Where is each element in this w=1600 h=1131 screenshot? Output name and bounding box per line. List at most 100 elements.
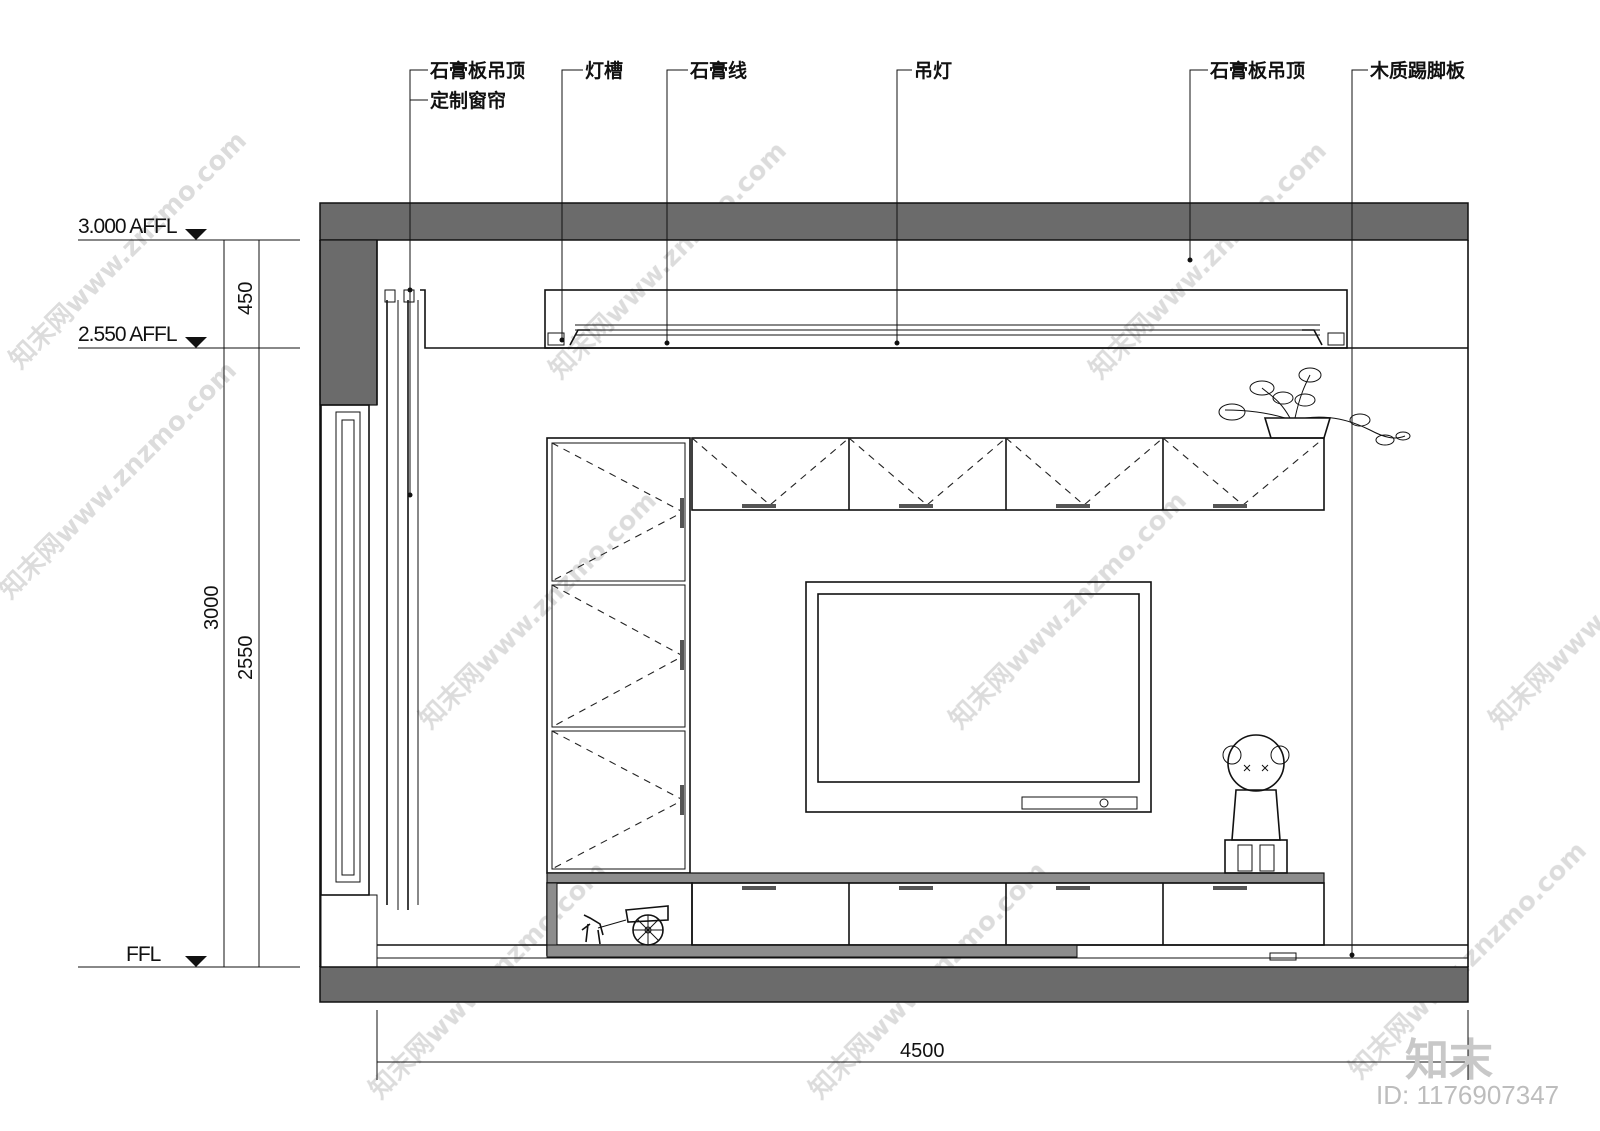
watermark-text: 知末网www.znzmo.com: [0, 356, 243, 605]
structure: [319, 202, 1469, 1003]
figurine-ear-left: [1222, 745, 1242, 765]
cabinet-foot: [1269, 952, 1297, 961]
tv-power-icon: [1099, 798, 1109, 808]
window-frame: [320, 404, 370, 896]
wall-section-upper: [319, 239, 378, 406]
dim-ceiling-drop: 450: [235, 282, 257, 315]
leader-dot: [664, 340, 670, 346]
watermark-text: 知末网www.znzmo.com: [414, 486, 663, 735]
elevation-markers: 3.000 AFFL 2.550 AFFL FFL: [78, 215, 300, 968]
door-3-handle: [680, 785, 684, 815]
callout-labels: 石膏板吊顶 定制窗帘 灯槽 石膏线 吊灯 石膏板吊顶 木质踢脚板: [429, 59, 1466, 112]
wheel-spoke: [636, 918, 660, 942]
dimension-lines: 450 3000 2550 4500: [201, 240, 1469, 1080]
tv-outer: [805, 581, 1152, 813]
gypsum-molding-right: [1302, 329, 1323, 346]
label-wood-skirting: 木质踢脚板: [1369, 59, 1466, 82]
door-2-swing: [551, 584, 685, 728]
dim-width: 4500: [900, 1040, 945, 1062]
tall-cabinet: [546, 437, 691, 874]
figurine: [1222, 734, 1290, 874]
leaf-icon: [1375, 434, 1395, 446]
figurine-ear-right: [1270, 745, 1290, 765]
leader-gypsum-ceiling-right: [1189, 69, 1208, 260]
leader-lines: [407, 69, 1368, 958]
elev-label-ceiling: 2.550 AFFL: [78, 323, 177, 346]
plant-pot: [1263, 417, 1332, 439]
upper-handle: [742, 504, 776, 508]
label-gypsum-line: 石膏线: [689, 59, 747, 82]
leader-skirting: [1351, 69, 1368, 955]
upper-handle: [1213, 504, 1247, 508]
cabinet-door-1: [551, 442, 686, 582]
leaf-icon: [1272, 391, 1294, 405]
cabinet-door-2: [551, 584, 686, 728]
brand-logo: 知末: [1405, 1035, 1493, 1086]
elev-label-floor: FFL: [126, 943, 161, 966]
watermark-text: 知末网www.znzmo.com: [1484, 486, 1600, 735]
trough-light-right: [1327, 332, 1345, 346]
low-cabinet: [546, 872, 1325, 961]
upper-door-2-swing: [848, 437, 1007, 506]
plant-stem: [1304, 416, 1406, 439]
leaf-icon: [1218, 403, 1246, 421]
ceiling: [376, 240, 1468, 405]
cabinet-top-wood: [546, 872, 1325, 884]
leader-dot: [1187, 257, 1193, 263]
leaf-icon: [1349, 413, 1371, 427]
leader-light-trough: [561, 69, 583, 340]
figurine-leg-left: [1237, 844, 1253, 872]
elev-triangle-icon: [185, 337, 207, 348]
upper-handle: [899, 504, 933, 508]
upper-handle: [1056, 504, 1090, 508]
upper-door-1-swing: [691, 437, 850, 506]
id-label: ID: 1176907347: [1376, 1080, 1559, 1110]
figurine-body: [1231, 789, 1281, 841]
window-curtain: [320, 289, 419, 968]
shelf-side-wood: [546, 882, 558, 956]
elev-triangle-icon: [185, 229, 207, 240]
upper-cabinets: [691, 437, 1325, 511]
tv: [805, 581, 1152, 813]
door-2-handle: [680, 640, 684, 670]
tall-cabinet-frame: [546, 437, 691, 874]
leaf-icon: [1249, 380, 1275, 396]
label-light-trough: 灯槽: [585, 59, 623, 82]
label-custom-curtain: 定制窗帘: [430, 89, 506, 112]
drawer-handle: [742, 886, 776, 890]
drawer-handle: [1056, 886, 1090, 890]
drawer-handle: [1213, 886, 1247, 890]
upper-cabinet-frame: [691, 437, 1325, 511]
cart-shaft: [597, 919, 627, 929]
elev-triangle-icon: [185, 956, 207, 967]
upper-door-3-swing: [1005, 437, 1164, 506]
leader-dot: [407, 287, 413, 293]
potted-plant: [1218, 367, 1411, 446]
plant-stem: [1261, 387, 1291, 419]
drawer-bank: [691, 882, 1325, 946]
plant-stem: [1294, 374, 1311, 419]
leader-chandelier: [896, 69, 912, 343]
door-3-swing: [551, 730, 685, 870]
leader-dot: [894, 340, 900, 346]
leader-gypsum-line: [666, 69, 688, 343]
gypsum-molding-left: [569, 329, 590, 346]
horse-icon: [581, 914, 604, 945]
window-sash: [335, 411, 361, 883]
cabinet-door-3: [551, 730, 686, 870]
plant-stem: [1224, 409, 1286, 419]
horse-cart-ornament: [581, 905, 669, 946]
leaf-icon: [1298, 367, 1322, 383]
figurine-leg-right: [1259, 844, 1275, 872]
door-1-handle: [680, 498, 684, 528]
elev-label-top: 3.000 AFFL: [78, 215, 177, 238]
curtain-rail-1: [384, 289, 396, 303]
leader-dot: [1349, 952, 1355, 958]
dim-ceiling-height: 2550: [235, 636, 257, 681]
cabinet-base-wood: [546, 944, 1078, 958]
tv-soundbar: [1021, 796, 1138, 810]
watermark-text: 知末网www.znzmo.com: [944, 486, 1193, 735]
window-sill: [320, 894, 378, 968]
leaf-icon: [1395, 431, 1411, 441]
